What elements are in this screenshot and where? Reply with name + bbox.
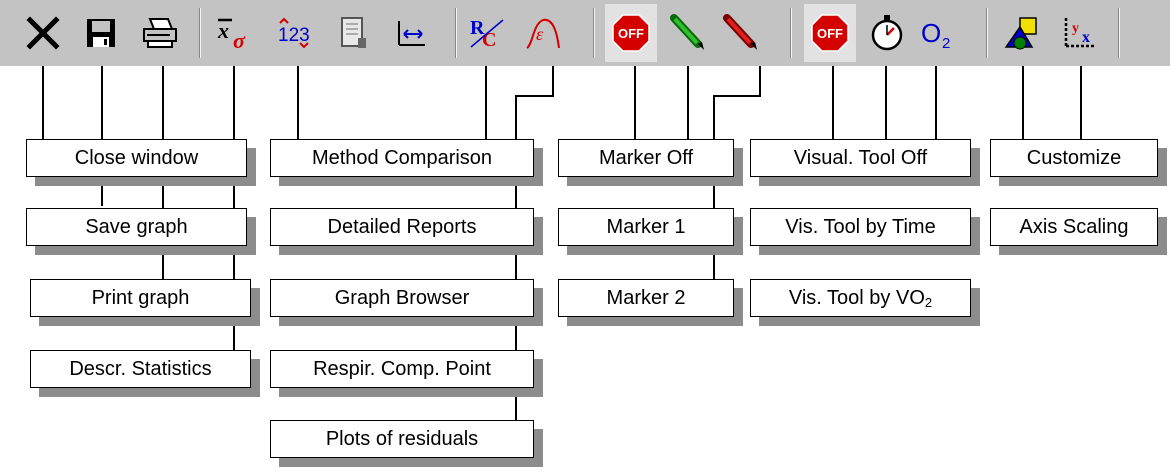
marker-1-label: Marker 1 bbox=[558, 208, 734, 246]
red-pen-icon bbox=[723, 14, 757, 50]
marker-off-icon: OFF bbox=[612, 14, 650, 52]
svg-text:ε: ε bbox=[536, 24, 544, 44]
detailed-reports-label: Detailed Reports bbox=[270, 208, 534, 246]
plots-of-residuals-button[interactable]: ε bbox=[517, 4, 569, 62]
toolbar-separator bbox=[593, 8, 595, 58]
svg-text:σ: σ bbox=[233, 28, 246, 52]
graph-browser-icon bbox=[398, 21, 425, 46]
marker-1-button[interactable] bbox=[661, 4, 713, 62]
detailed-reports-button[interactable] bbox=[328, 4, 380, 62]
detailed-report-icon bbox=[341, 17, 366, 48]
descr-statistics-label: Descr. Statistics bbox=[30, 350, 251, 388]
axis-scaling-button[interactable]: y x bbox=[1054, 4, 1106, 62]
vis-tool-by-time-label: Vis. Tool by Time bbox=[750, 208, 971, 246]
close-icon bbox=[26, 16, 60, 50]
toolbar-separator bbox=[455, 8, 457, 58]
method-comparison-icon: 123 bbox=[278, 17, 310, 49]
respir-comp-point-button[interactable]: R C bbox=[461, 4, 513, 62]
visual-tool-off-button[interactable]: OFF bbox=[804, 4, 856, 62]
marker-2-label: Marker 2 bbox=[558, 279, 734, 317]
toolbar-separator bbox=[790, 8, 792, 58]
residuals-plot-icon: ε bbox=[526, 18, 560, 49]
marker-2-button[interactable] bbox=[714, 4, 766, 62]
print-graph-label: Print graph bbox=[30, 279, 251, 317]
toolbar-separator bbox=[1118, 8, 1120, 58]
o2-icon: O 2 bbox=[921, 18, 950, 52]
close-window-label: Close window bbox=[26, 139, 247, 177]
respiratory-compensation-icon: R C bbox=[470, 17, 504, 51]
printer-icon bbox=[143, 18, 177, 48]
method-comparison-label: Method Comparison bbox=[270, 139, 534, 177]
graph-browser-button[interactable] bbox=[386, 4, 438, 62]
svg-text:y: y bbox=[1072, 21, 1079, 36]
svg-text:R: R bbox=[470, 17, 485, 39]
marker-off-label: Marker Off bbox=[558, 139, 734, 177]
descr-statistics-button[interactable]: x σ bbox=[208, 4, 260, 62]
customize-icon bbox=[1004, 17, 1037, 50]
floppy-disk-icon bbox=[87, 19, 115, 47]
svg-text:123: 123 bbox=[278, 25, 310, 46]
svg-text:OFF: OFF bbox=[618, 26, 644, 41]
customize-button[interactable] bbox=[997, 4, 1049, 62]
svg-text:O: O bbox=[921, 18, 941, 48]
marker-off-button[interactable]: OFF bbox=[605, 4, 657, 62]
graph-browser-label: Graph Browser bbox=[270, 279, 534, 317]
print-graph-button[interactable] bbox=[134, 4, 186, 62]
descriptive-statistics-icon: x σ bbox=[217, 18, 246, 52]
svg-text:OFF: OFF bbox=[817, 26, 843, 41]
method-comparison-button[interactable]: 123 bbox=[268, 4, 320, 62]
save-graph-label: Save graph bbox=[26, 208, 247, 246]
axis-scaling-label: Axis Scaling bbox=[990, 208, 1158, 246]
svg-text:x: x bbox=[1082, 29, 1090, 46]
toolbar-separator bbox=[199, 8, 201, 58]
toolbar: x σ 123 R C bbox=[0, 0, 1170, 66]
save-graph-button[interactable] bbox=[75, 4, 127, 62]
stopwatch-icon bbox=[871, 15, 903, 51]
toolbar-separator bbox=[986, 8, 988, 58]
green-pen-icon bbox=[670, 14, 704, 50]
vis-tool-by-vo2-button[interactable]: O 2 bbox=[913, 4, 965, 62]
visual-tool-off-icon: OFF bbox=[811, 14, 849, 52]
respir-comp-point-label: Respir. Comp. Point bbox=[270, 350, 534, 388]
axis-scaling-icon: y x bbox=[1064, 18, 1096, 48]
svg-text:x: x bbox=[217, 18, 229, 43]
customize-label: Customize bbox=[990, 139, 1158, 177]
visual-tool-off-label: Visual. Tool Off bbox=[750, 139, 971, 177]
close-window-button[interactable] bbox=[17, 4, 69, 62]
plots-of-residuals-label: Plots of residuals bbox=[270, 420, 534, 458]
svg-text:2: 2 bbox=[942, 35, 950, 52]
vis-tool-by-time-button[interactable] bbox=[861, 4, 913, 62]
